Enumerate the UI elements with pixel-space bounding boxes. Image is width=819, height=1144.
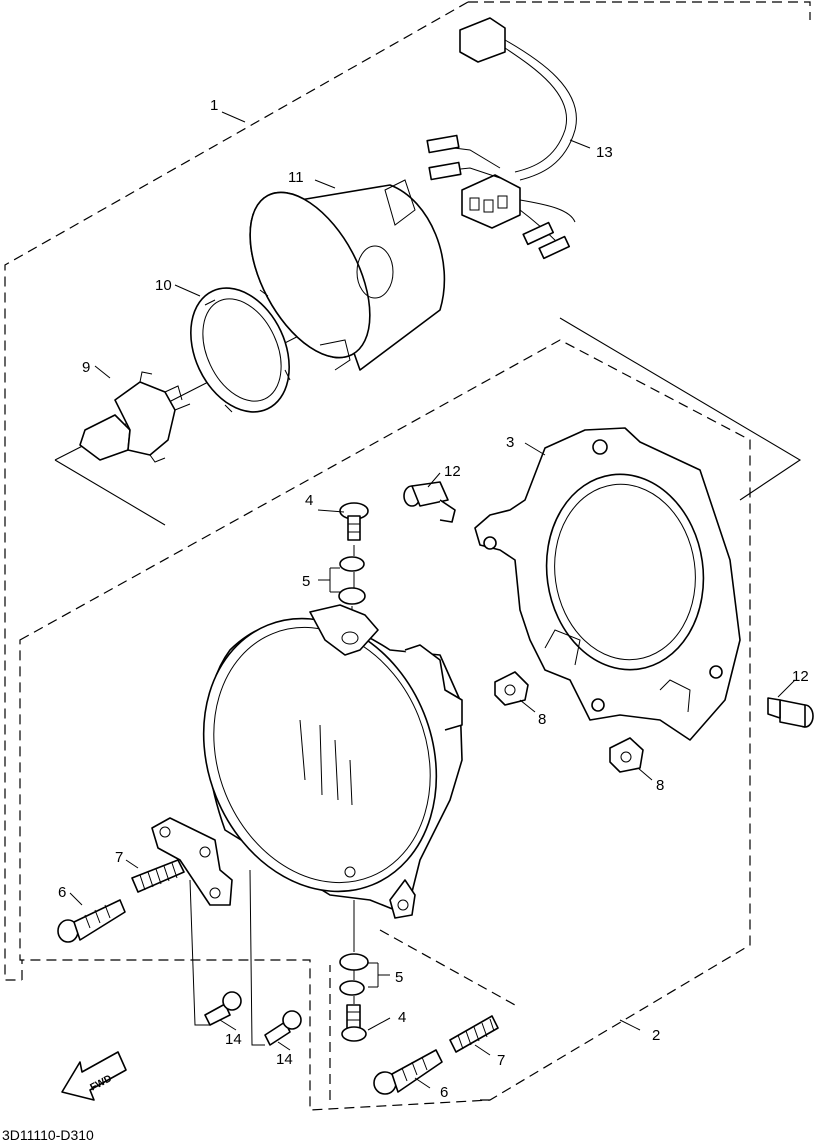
callout-9: 9 (82, 359, 90, 376)
screw-upper (339, 502, 369, 541)
bolt-14-left (204, 991, 242, 1026)
callout-6-lower: 6 (440, 1084, 448, 1101)
adjusting-screw-upper (403, 481, 456, 523)
callout-8-upper: 8 (538, 711, 546, 728)
callout-5-lower: 5 (395, 969, 403, 986)
mounting-bracket (151, 817, 233, 906)
assembly-1-outline (4, 1, 811, 981)
callout-10: 10 (155, 277, 172, 294)
drawing-code: 3D11110-D310 (2, 1127, 94, 1143)
callout-11: 11 (288, 169, 304, 186)
callout-6-upper: 6 (58, 884, 66, 901)
washer-upper-2 (338, 587, 366, 605)
callout-3: 3 (506, 434, 514, 451)
callout-12-upper: 12 (444, 463, 461, 480)
nut-upper (494, 671, 529, 706)
spring-lower (449, 1015, 499, 1053)
washer-lower-1 (339, 953, 369, 971)
adjusting-screw-lower (767, 697, 814, 728)
callout-12-lower: 12 (792, 668, 809, 685)
leader-lines (69, 111, 796, 1089)
headlight-bulb (79, 371, 191, 463)
bulb-retaining-ring (190, 287, 291, 413)
headlight-unit (202, 604, 463, 919)
spring-upper (131, 859, 185, 893)
washer-lower-2 (339, 980, 365, 996)
callout-13: 13 (596, 144, 613, 161)
headlight-rim-bracket (474, 427, 741, 741)
bolt-14-right (264, 1010, 302, 1046)
callout-14-left: 14 (225, 1031, 242, 1048)
callout-4-lower: 4 (398, 1009, 406, 1026)
bulb-socket-housing (249, 179, 446, 371)
callout-7-lower: 7 (497, 1052, 505, 1069)
callout-4-upper: 4 (305, 492, 313, 509)
callout-14-right: 14 (276, 1051, 293, 1068)
wire-harness (426, 17, 577, 260)
callout-5-upper: 5 (302, 573, 310, 590)
nut-lower (609, 737, 644, 773)
adjust-screw-upper (57, 899, 126, 943)
assembly-link-lines (21, 929, 516, 1101)
callout-7-upper: 7 (115, 849, 123, 866)
callout-1: 1 (210, 97, 218, 114)
adjust-screw-lower (373, 1049, 443, 1095)
screw-lower (341, 1004, 367, 1042)
callout-2: 2 (652, 1027, 660, 1044)
washer-upper-1 (339, 556, 365, 572)
callout-8-lower: 8 (656, 777, 664, 794)
fwd-arrow-icon: FWD (61, 1051, 127, 1101)
